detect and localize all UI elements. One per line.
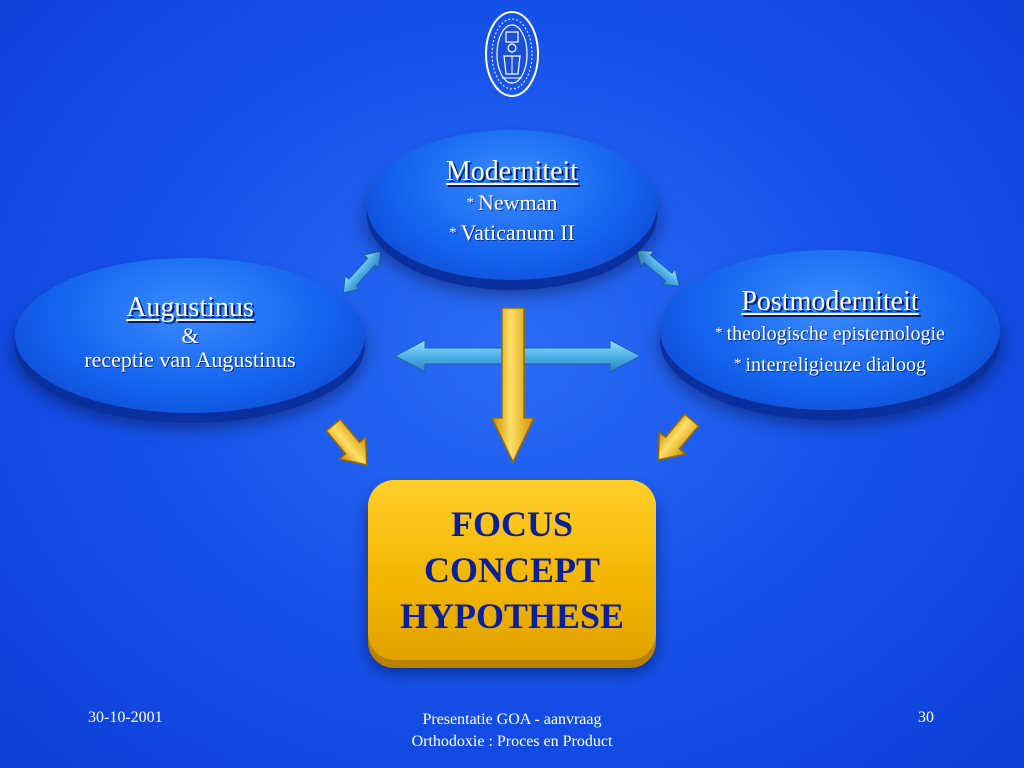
postmoderniteit-item: *interreligieuze dialoog [734, 354, 926, 376]
postmoderniteit-title: Postmoderniteit [741, 286, 919, 317]
focus-line: CONCEPT [423, 550, 600, 590]
footer-date: 30-10-2001 [88, 709, 163, 726]
moderniteit-item: *Newman [466, 190, 558, 215]
gold-arrow-down-center [490, 307, 536, 464]
footer-center: Presentatie GOA - aanvraag Orthodoxie : … [312, 709, 712, 753]
augustinus-ampersand: & [181, 323, 199, 348]
augustinus-oval: Augustinus & receptie van Augustinus [15, 258, 365, 413]
double-arrow-top-left [342, 250, 382, 294]
footer-page-number: 30 [918, 709, 934, 726]
postmoderniteit-item: *theologische epistemologie [715, 323, 945, 345]
moderniteit-title: Moderniteit [445, 156, 579, 187]
footer-presentation-title: Presentatie GOA - aanvraag [422, 711, 602, 728]
moderniteit-item: *Vaticanum II [449, 220, 575, 245]
university-seal-logo [485, 11, 539, 97]
double-arrow-top-right [635, 249, 681, 287]
focus-line: FOCUS [450, 504, 573, 544]
focus-line: HYPOTHESE [399, 596, 625, 636]
gold-arrow-right-diagonal [657, 413, 700, 461]
gold-arrow-left-diagonal [325, 418, 368, 466]
postmoderniteit-oval: Postmoderniteit *theologische epistemolo… [660, 250, 1000, 410]
moderniteit-oval: Moderniteit *Newman *Vaticanum II [367, 130, 657, 280]
augustinus-subtitle: receptie van Augustinus [84, 347, 296, 372]
focus-box: FOCUS CONCEPT HYPOTHESE [368, 480, 656, 660]
augustinus-title: Augustinus [126, 292, 254, 323]
footer-presentation-subtitle: Orthodoxie : Proces en Product [411, 733, 613, 750]
